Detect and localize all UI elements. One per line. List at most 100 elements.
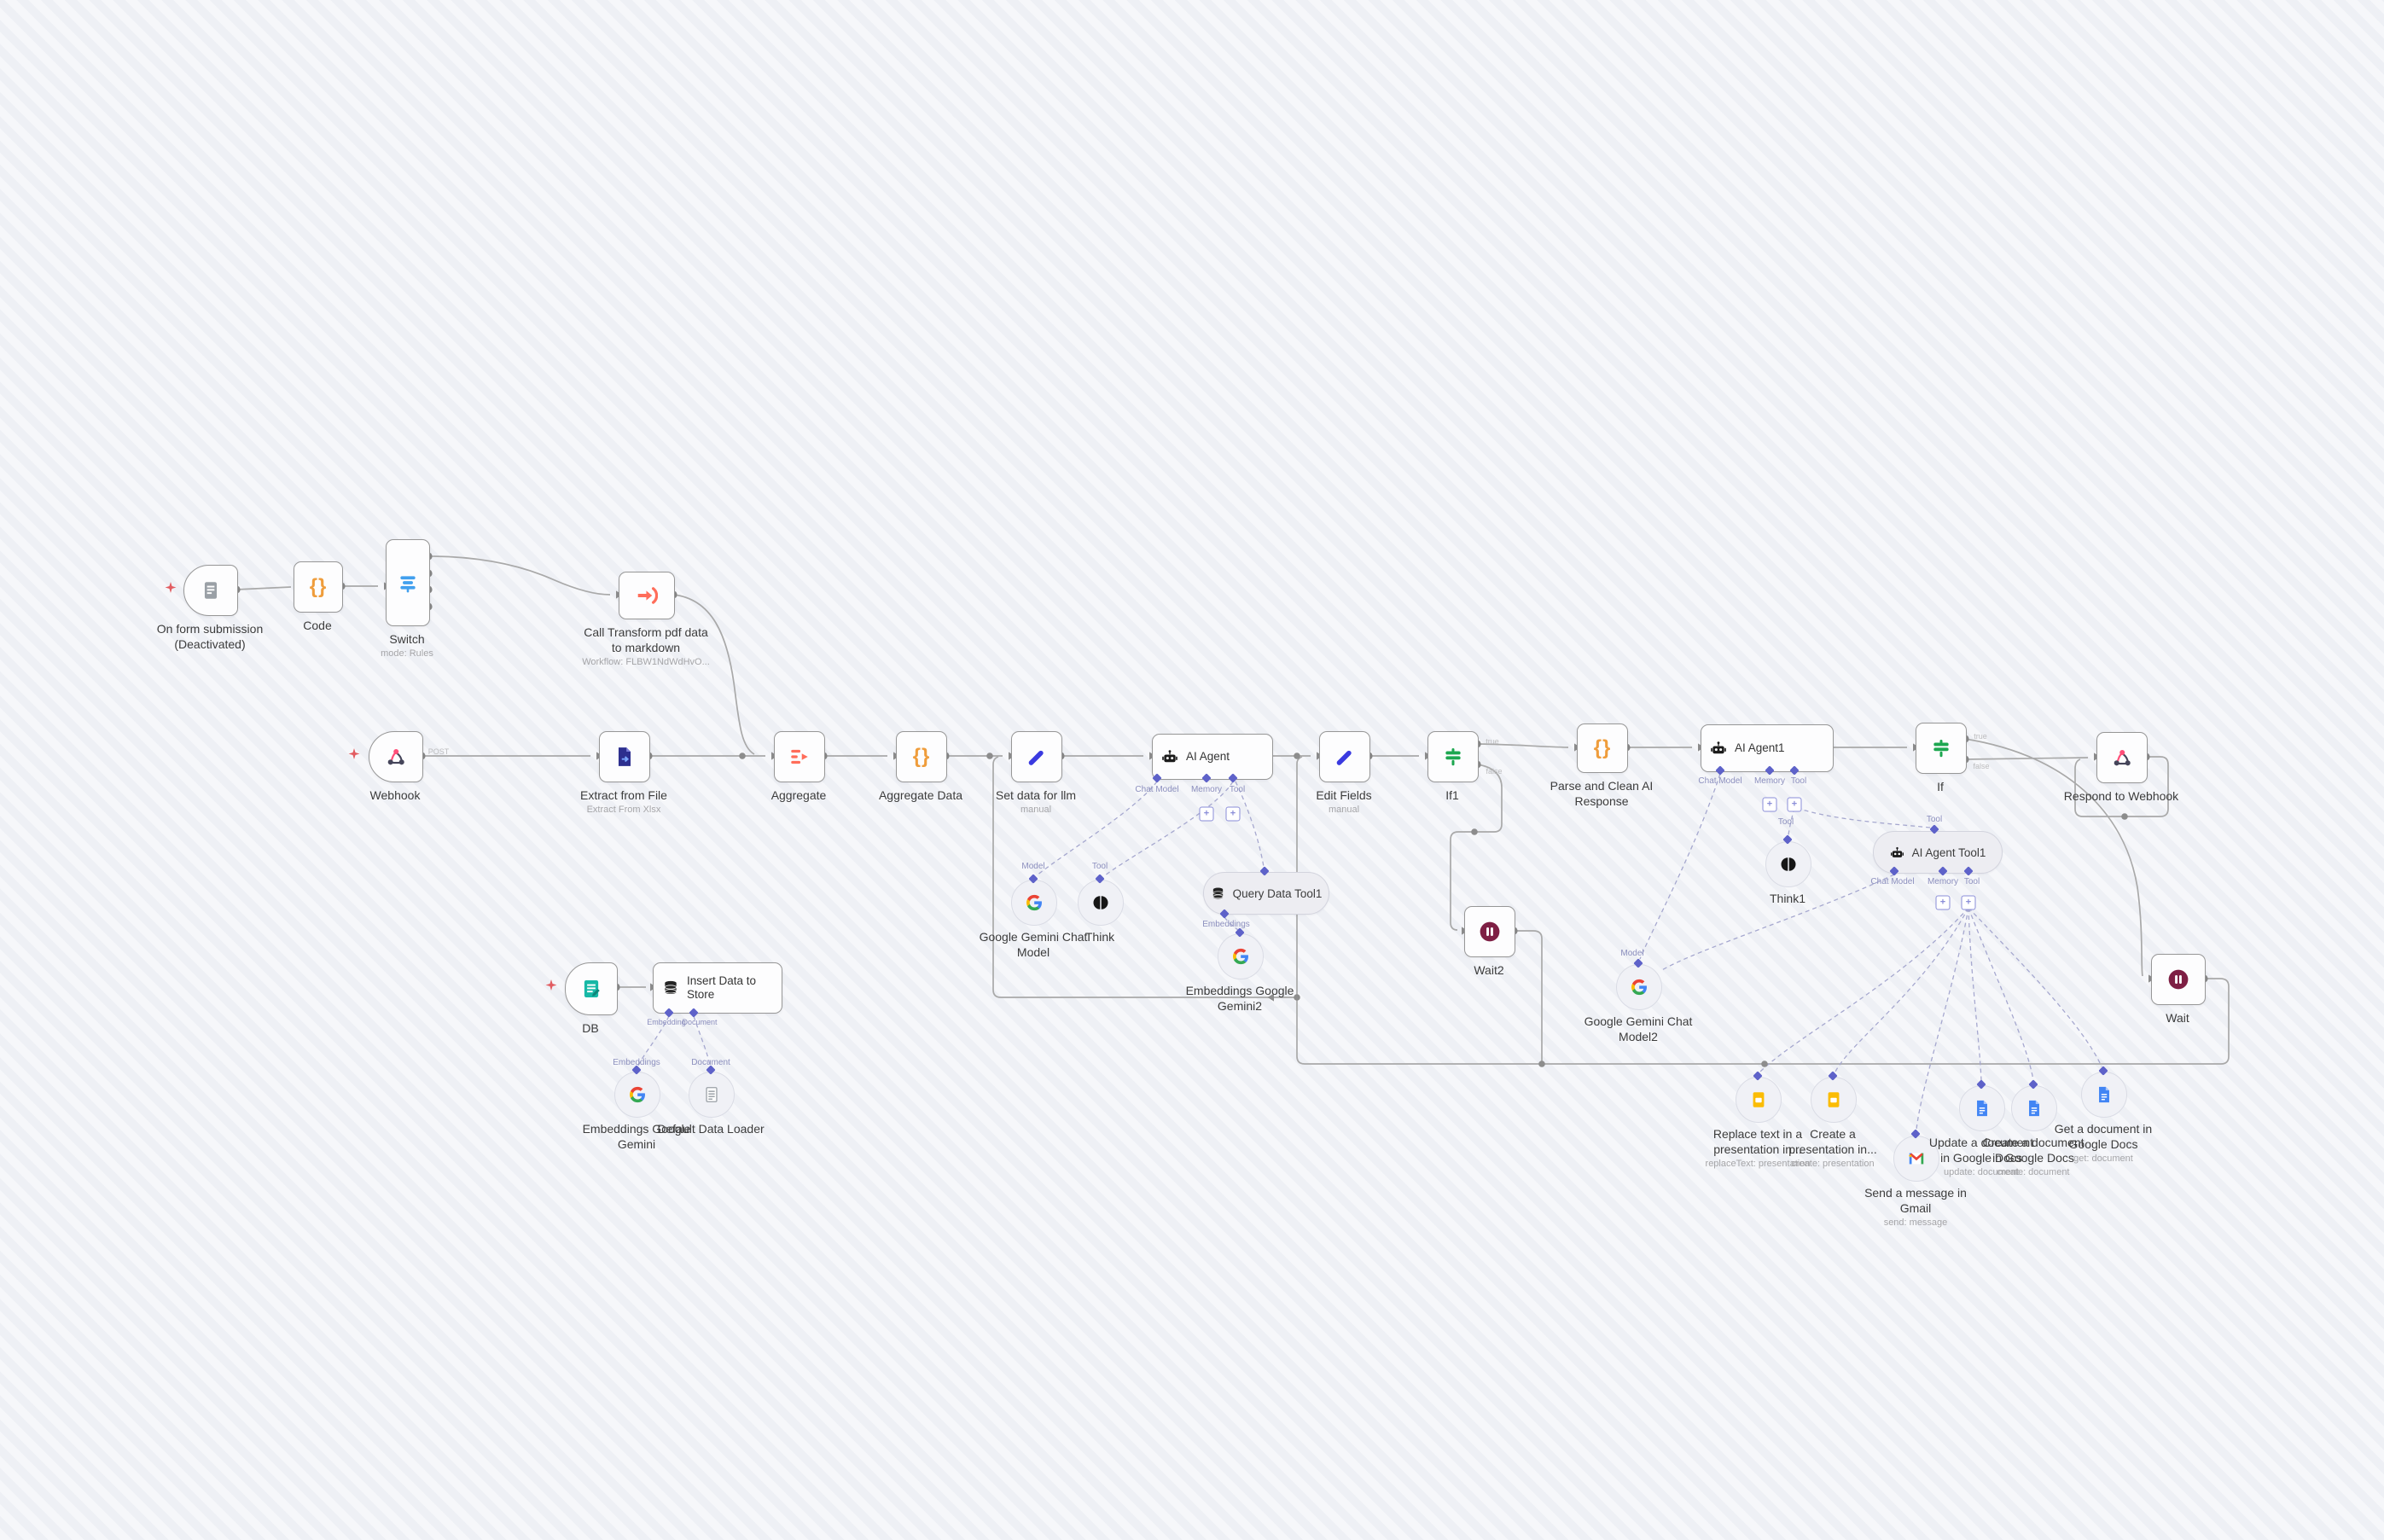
embeddings-google-gemini[interactable] — [614, 1072, 660, 1118]
google-icon — [1231, 947, 1250, 966]
connection-dashed[interactable] — [1235, 781, 1265, 868]
google-icon — [628, 1085, 647, 1104]
connection[interactable] — [992, 756, 1297, 998]
node-label: Set data for llm — [995, 788, 1077, 802]
update-google-docs-tool[interactable] — [1959, 1085, 2005, 1131]
port-label: Tool — [1790, 776, 1807, 786]
node-label: Think1 — [1769, 892, 1806, 905]
connection-dashed[interactable] — [1660, 874, 1895, 972]
parse-clean-ai-response-node[interactable]: {} — [1577, 724, 1628, 773]
pencil-icon — [1334, 746, 1356, 768]
node-title: AI Agent1 — [1735, 741, 1785, 755]
port-label: Memory — [1753, 776, 1786, 786]
default-data-loader[interactable] — [689, 1072, 735, 1118]
if-node[interactable] — [1916, 723, 1967, 774]
google-gemini-chat-model[interactable] — [1011, 880, 1057, 926]
extract-file-icon — [613, 746, 636, 768]
connection[interactable] — [427, 555, 611, 596]
code-node[interactable]: {} — [294, 561, 343, 613]
brain-icon — [1091, 893, 1110, 912]
wait2-node[interactable] — [1464, 906, 1515, 957]
add-connection-button[interactable]: + — [1762, 797, 1777, 812]
aggregate-node[interactable] — [774, 731, 825, 782]
port-label: Tool — [1229, 785, 1246, 794]
query-data-tool1[interactable]: Query Data Tool1 — [1203, 872, 1329, 915]
port-label: true — [1974, 732, 1987, 741]
if1-node[interactable] — [1427, 731, 1479, 782]
add-connection-button[interactable]: + — [1961, 895, 1976, 910]
aggregate-data-node[interactable]: {} — [896, 731, 947, 782]
add-connection-button[interactable]: + — [1935, 895, 1951, 910]
wire-junction-dot — [2121, 813, 2128, 820]
db-trigger-icon — [580, 978, 602, 1000]
ai-agent-node[interactable]: AI Agent — [1152, 734, 1273, 780]
input-port-arrow[interactable] — [1267, 993, 1275, 1002]
edit-fields-node[interactable] — [1319, 731, 1370, 782]
think1-tool[interactable] — [1765, 841, 1811, 887]
connection[interactable] — [1296, 756, 2230, 1065]
google-gemini-chat-model2[interactable] — [1616, 964, 1662, 1010]
on-form-submission-trigger[interactable] — [183, 565, 238, 616]
node-sublabel: get: document — [2073, 1154, 2133, 1164]
think-tool[interactable] — [1078, 880, 1124, 926]
connection[interactable] — [235, 586, 292, 590]
connection[interactable] — [1964, 757, 2089, 760]
db-trigger[interactable] — [565, 962, 618, 1015]
robot-icon — [1710, 740, 1727, 757]
code-icon: {} — [912, 745, 931, 768]
add-connection-button[interactable]: + — [1787, 797, 1802, 812]
connection-dashed[interactable] — [1968, 907, 2102, 1067]
connection-dashed[interactable] — [1796, 807, 1931, 828]
embeddings-google-gemini2[interactable] — [1218, 933, 1264, 979]
node-label: Think — [1084, 930, 1115, 944]
replace-text-presentation-tool[interactable] — [1736, 1077, 1782, 1123]
switch-node[interactable] — [386, 539, 430, 626]
set-data-for-llm-node[interactable] — [1011, 731, 1062, 782]
wait-node[interactable] — [2151, 954, 2206, 1005]
get-google-docs-tool[interactable] — [2081, 1072, 2127, 1118]
create-presentation-tool[interactable] — [1811, 1077, 1857, 1123]
connection[interactable] — [672, 594, 755, 755]
port-label: Chat Model — [1135, 785, 1179, 794]
docs-icon — [2025, 1099, 2044, 1118]
ai-agent1-node[interactable]: AI Agent1 — [1701, 724, 1834, 772]
connection-dashed[interactable] — [1835, 907, 1969, 1072]
call-transform-node[interactable] — [619, 572, 675, 619]
connection-dashed[interactable] — [1104, 781, 1234, 876]
node-label: Edit Fields — [1316, 788, 1372, 802]
trigger-pin-star-icon — [165, 582, 177, 597]
port-label: Embeddings — [1202, 920, 1250, 929]
code-icon: {} — [1593, 736, 1612, 759]
wire-junction-dot — [1538, 1061, 1545, 1067]
port-label: Chat Model — [1698, 776, 1742, 786]
docs-icon — [2095, 1085, 2114, 1104]
port-label: Tool — [1091, 862, 1108, 871]
connection-dashed[interactable] — [1759, 907, 1969, 1072]
port-label: Tool — [1963, 877, 1980, 886]
webhook-trigger[interactable] — [369, 731, 423, 782]
google-icon — [1630, 978, 1648, 997]
connection-dashed[interactable] — [1639, 773, 1721, 960]
port-label: Memory — [1927, 877, 1959, 886]
connection-dashed[interactable] — [1968, 907, 1982, 1081]
extract-from-file-node[interactable] — [599, 731, 650, 782]
node-sublabel: create: presentation — [1791, 1159, 1875, 1169]
connection-dashed[interactable] — [1916, 907, 1969, 1130]
node-sublabel: manual — [1020, 805, 1052, 815]
add-connection-button[interactable]: + — [1199, 806, 1214, 822]
respond-to-webhook-node[interactable] — [2096, 732, 2148, 783]
node-label: Respond to Webhook — [2063, 789, 2179, 803]
connection[interactable] — [1476, 743, 1569, 748]
connection-dashed[interactable] — [637, 1015, 670, 1066]
connection-dashed[interactable] — [1968, 907, 2034, 1081]
connection-dashed[interactable] — [693, 1015, 711, 1066]
add-connection-button[interactable]: + — [1225, 806, 1241, 822]
connection[interactable] — [2074, 756, 2169, 817]
connection[interactable] — [1514, 930, 1543, 1064]
database-icon — [662, 979, 679, 997]
